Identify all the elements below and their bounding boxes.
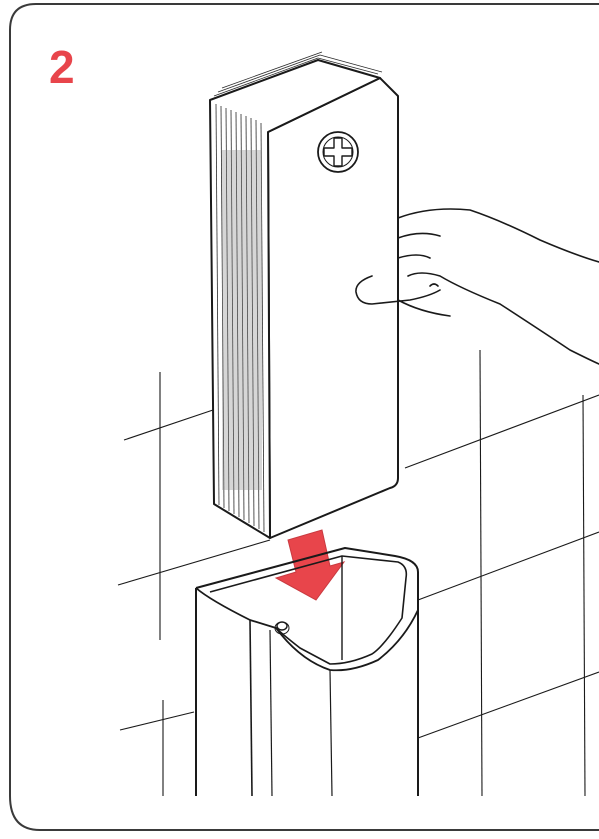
step-number: 2 xyxy=(49,44,75,90)
refill-pack xyxy=(210,52,398,538)
